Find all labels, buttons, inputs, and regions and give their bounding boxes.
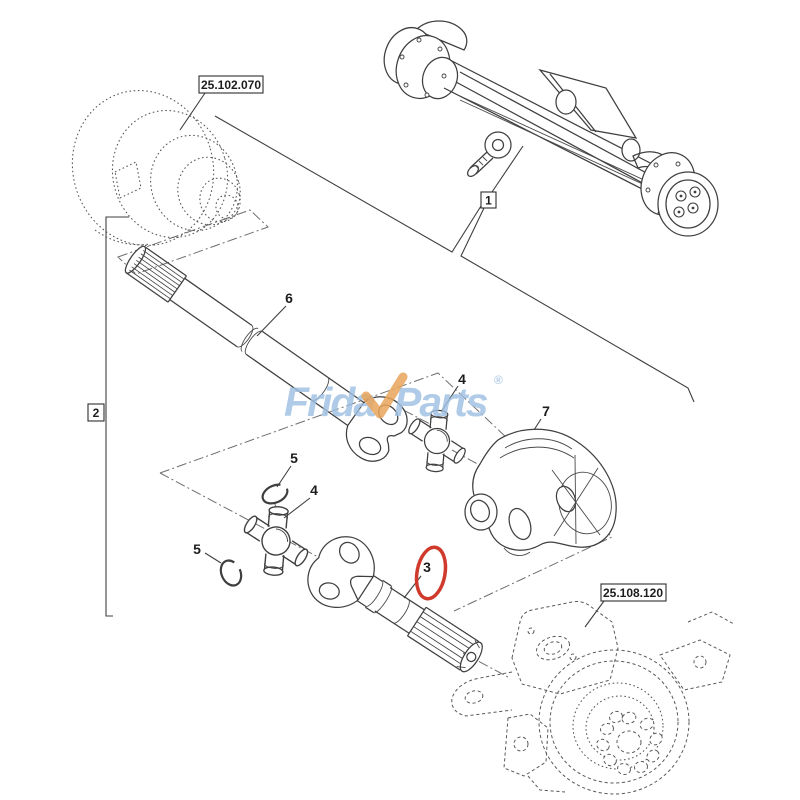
leader-ref-knuckle: [584, 600, 605, 628]
axle-shaft-drawing: [124, 245, 408, 462]
leader-ref-hub: [179, 92, 206, 131]
highlight-ellipse: [414, 545, 448, 601]
leader-5-mid: [204, 552, 222, 564]
callout-4-top-label[interactable]: 4: [458, 371, 466, 387]
ref-hub-label[interactable]: 25.102.070: [201, 78, 261, 92]
watermark-check-icon: [361, 372, 408, 419]
watermark-text-right: Parts: [394, 379, 488, 425]
axis-line-rings: [159, 472, 319, 558]
leader-1-to-axle: [491, 145, 524, 193]
snap-ring-mid-drawing: [219, 559, 243, 587]
hub-section-plane: [117, 209, 269, 275]
callout-7-label[interactable]: 7: [542, 403, 550, 419]
knuckle-bolt-circle: [596, 710, 663, 776]
yoke-shaft-drawing: [307, 536, 483, 673]
leader-5-top: [276, 465, 292, 488]
watermark-text-left: Frida: [284, 379, 375, 425]
bracket-1-right-leg: [460, 207, 695, 403]
bracket-2-line: [105, 216, 129, 617]
ref-knuckle-label[interactable]: 25.108.120: [603, 586, 663, 600]
axle-input-yoke: [466, 131, 512, 178]
diff-flange-bolts: [399, 37, 447, 98]
spline-ridges: [410, 611, 477, 667]
callout-4-mid-label[interactable]: 4: [310, 482, 318, 498]
ref-link-hub[interactable]: 25.102.070: [198, 75, 264, 94]
callout-lines: [105, 92, 695, 628]
bearing-housing-drawing: [464, 428, 617, 556]
leader-4-top: [440, 385, 459, 413]
callout-group-2[interactable]: 2: [87, 403, 105, 422]
callout-1-label[interactable]: 1: [485, 194, 492, 208]
axle-wheel-hub: [632, 151, 719, 237]
steering-knuckle-drawing: [451, 601, 735, 795]
watermark-registered-mark: ®: [494, 373, 503, 387]
front-axle-assembly-drawing: [383, 20, 719, 237]
snap-ring-top-drawing: [261, 483, 289, 505]
bracket-1-left-leg: [214, 115, 482, 253]
hub-window: [114, 161, 142, 199]
callout-5-top-label[interactable]: 5: [290, 450, 298, 466]
ref-link-knuckle[interactable]: 25.108.120: [600, 583, 667, 602]
hub-carrier-drawing: [71, 90, 241, 246]
callout-assembly-1[interactable]: 1: [480, 191, 497, 209]
callout-2-label[interactable]: 2: [93, 406, 100, 420]
callout-labels: 25.102.070 25.108.120 1 2 6 4 5 4 5 3 7: [87, 75, 667, 602]
callout-6-label[interactable]: 6: [285, 290, 293, 306]
callout-3-label[interactable]: 3: [423, 559, 431, 575]
watermark-logo: Frida Parts ®: [284, 372, 503, 425]
spline-hatching: [129, 250, 185, 300]
callout-5-mid-label[interactable]: 5: [193, 541, 201, 557]
leader-4-mid: [283, 497, 311, 519]
